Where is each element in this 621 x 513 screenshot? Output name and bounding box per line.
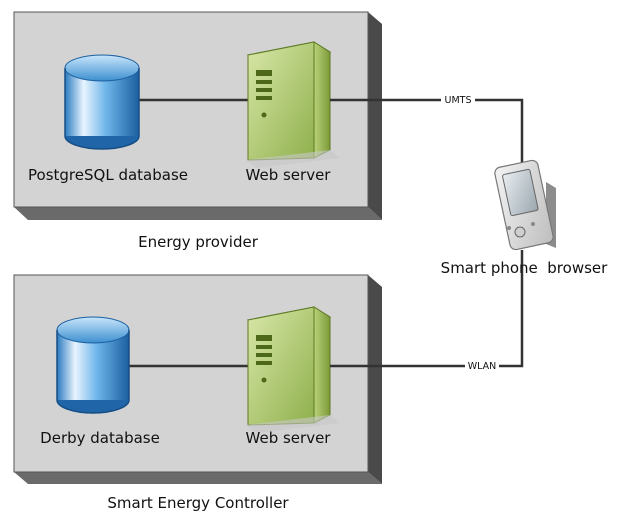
derby-database-label: Derby database bbox=[40, 429, 160, 447]
smart-energy-controller-group: Derby database Web server bbox=[13, 274, 382, 484]
smartphone-browser-label: Smart phone browser bbox=[441, 259, 608, 277]
web-server-label-top: Web server bbox=[246, 166, 332, 184]
web-server-icon-bottom bbox=[246, 306, 340, 433]
energy-provider-group: PostgreSQL database Web server bbox=[13, 11, 382, 220]
web-server-label-bottom: Web server bbox=[246, 429, 332, 447]
smartphone-icon bbox=[494, 159, 556, 251]
umts-link: UMTS bbox=[330, 93, 524, 163]
wlan-label: WLAN bbox=[468, 361, 497, 372]
derby-database-icon bbox=[56, 316, 130, 414]
postgresql-database-icon bbox=[64, 54, 140, 150]
postgresql-database-label: PostgreSQL database bbox=[28, 166, 188, 184]
umts-label: UMTS bbox=[445, 95, 472, 106]
wlan-link: WLAN bbox=[330, 250, 524, 372]
energy-provider-caption: Energy provider bbox=[138, 233, 259, 251]
smart-energy-controller-caption: Smart Energy Controller bbox=[107, 494, 289, 512]
web-server-icon-top bbox=[246, 41, 340, 168]
